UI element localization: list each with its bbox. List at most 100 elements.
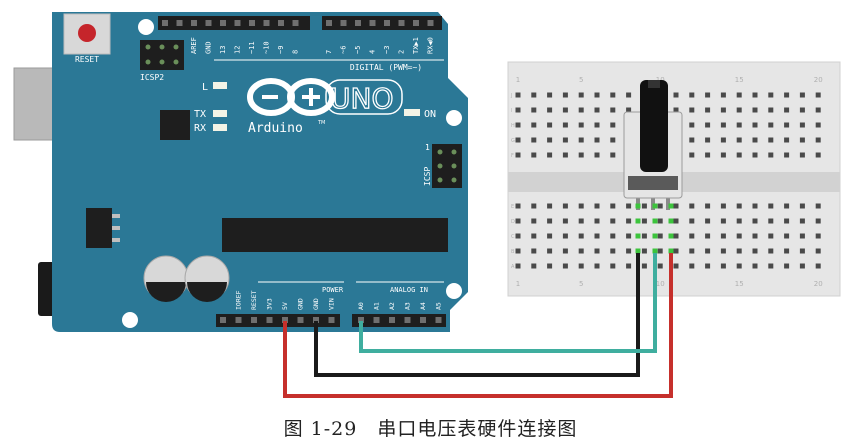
header-hole — [266, 317, 273, 323]
analog-pin-label: A0 — [357, 302, 365, 310]
breadboard-hole — [610, 92, 616, 98]
breadboard-hole — [752, 122, 758, 128]
breadboard-hole — [515, 203, 521, 209]
breadboard-hole — [705, 92, 711, 98]
reset-button-cap[interactable] — [78, 24, 96, 42]
breadboard-hole — [705, 203, 711, 209]
header-hole — [234, 20, 241, 26]
capacitor — [143, 255, 189, 302]
breadboard-connected-hole — [668, 233, 674, 239]
breadboard-hole — [515, 233, 521, 239]
breadboard-hole — [641, 248, 647, 254]
breadboard-row-letter: E — [511, 204, 514, 210]
icsp-label: ICSP — [423, 167, 432, 186]
breadboard-hole — [578, 122, 584, 128]
breadboard-hole — [815, 263, 821, 269]
breadboard-hole — [610, 107, 616, 113]
breadboard-hole — [784, 203, 790, 209]
potentiometer-knob-top — [648, 80, 660, 88]
breadboard-hole — [562, 137, 568, 143]
breadboard-col-number: 10 — [656, 280, 665, 288]
breadboard-hole — [705, 107, 711, 113]
potentiometer-knob[interactable] — [640, 80, 668, 172]
breadboard-hole — [784, 263, 790, 269]
breadboard-hole — [641, 233, 647, 239]
header-hole — [398, 20, 405, 26]
voltage-regulator — [86, 208, 120, 248]
breadboard-hole — [610, 233, 616, 239]
header-hole — [282, 317, 288, 323]
breadboard-hole — [752, 263, 758, 269]
breadboard-hole — [610, 203, 616, 209]
figure-caption: 图 1-29 串口电压表硬件连接图 — [283, 418, 578, 440]
breadboard-row-letter: F — [511, 153, 514, 159]
breadboard-hole — [736, 218, 742, 224]
breadboard-row-letter: B — [511, 249, 515, 255]
breadboard-hole — [626, 218, 632, 224]
digital-pin-label: 2 — [398, 50, 406, 54]
header-hole — [435, 317, 442, 323]
breadboard-hole — [547, 152, 553, 158]
breadboard-hole — [799, 233, 805, 239]
breadboard-hole — [799, 107, 805, 113]
digital-pin-label: 7 — [325, 50, 333, 54]
led-tx-label: TX — [194, 109, 206, 120]
breadboard-hole — [799, 122, 805, 128]
header-hole — [384, 20, 390, 26]
breadboard-hole — [562, 107, 568, 113]
breadboard-hole — [720, 122, 726, 128]
breadboard-hole — [531, 152, 537, 158]
breadboard-hole — [705, 248, 711, 254]
breadboard-hole — [531, 203, 537, 209]
potentiometer[interactable] — [623, 80, 683, 210]
breadboard-hole — [657, 203, 663, 209]
breadboard-hole — [562, 122, 568, 128]
breadboard-col-number: 1 — [516, 76, 520, 84]
analog-label: ANALOG IN — [390, 286, 428, 294]
breadboard-row-letter: A — [511, 264, 515, 270]
breadboard-hole — [736, 203, 742, 209]
atmega-chip — [222, 218, 448, 252]
breadboard-connected-hole — [635, 218, 641, 224]
header-hole — [420, 317, 426, 323]
breadboard-hole — [626, 248, 632, 254]
header-hole — [326, 20, 332, 26]
breadboard-hole — [578, 263, 584, 269]
breadboard-hole — [784, 233, 790, 239]
breadboard-hole — [610, 218, 616, 224]
analog-header — [352, 314, 446, 327]
power-pin-label: GND — [312, 298, 320, 310]
digital-pin-label: ~6 — [340, 46, 348, 54]
breadboard-hole — [705, 137, 711, 143]
header-hole — [278, 20, 284, 26]
digital-pin-label: 4 — [369, 50, 377, 54]
breadboard-hole — [768, 107, 774, 113]
header-hole — [251, 317, 257, 323]
power-pin-label: 5V — [281, 302, 289, 310]
breadboard-hole — [515, 263, 521, 269]
led-rx — [213, 124, 227, 131]
digital-pin-label: TX▶1 — [412, 37, 420, 54]
breadboard-col-number: 20 — [814, 280, 823, 288]
power-pin-label: IOREF — [235, 290, 243, 310]
breadboard-hole — [578, 92, 584, 98]
breadboard-hole — [578, 107, 584, 113]
breadboard-hole — [610, 248, 616, 254]
analog-pin-label: A2 — [388, 302, 396, 310]
breadboard-col-number: 15 — [735, 280, 744, 288]
breadboard-hole — [610, 152, 616, 158]
breadboard-hole — [594, 137, 600, 143]
breadboard-hole — [768, 203, 774, 209]
breadboard-hole — [689, 152, 695, 158]
breadboard-hole — [689, 233, 695, 239]
wires — [283, 203, 674, 398]
header-hole — [373, 317, 380, 323]
breadboard-hole — [705, 263, 711, 269]
breadboard-row-letter: G — [511, 138, 515, 144]
breadboard-hole — [610, 263, 616, 269]
led-tx — [213, 110, 227, 117]
breadboard-hole — [673, 233, 679, 239]
breadboard-hole — [673, 218, 679, 224]
breadboard-row-letter: C — [511, 234, 515, 240]
